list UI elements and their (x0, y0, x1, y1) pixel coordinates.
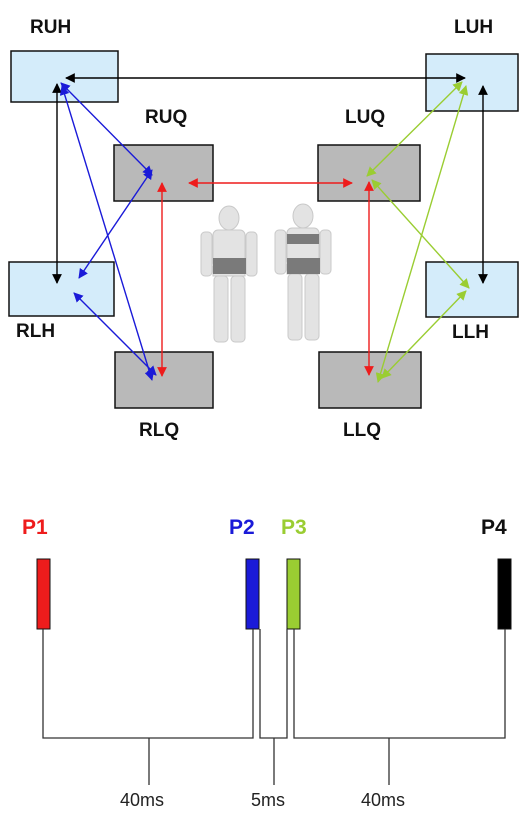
pulse-bar-p4 (497, 558, 512, 630)
red-arrows (157, 178, 374, 377)
box-llh (425, 261, 519, 318)
label-llh: LLH (452, 322, 489, 343)
green-arrows (366, 81, 470, 383)
arrow-rlh-ruq (78, 169, 153, 279)
label-p4: P4 (481, 516, 507, 539)
pulse-bar-p1 (36, 558, 51, 630)
label-llq: LLQ (343, 420, 381, 441)
label-interval-p2-p3: 5ms (251, 790, 286, 810)
body-front-thigh-electrodes (213, 258, 246, 274)
label-luq: LUQ (345, 107, 386, 128)
label-p2: P2 (229, 516, 255, 539)
label-ruq: RUQ (145, 107, 188, 128)
label-luh: LUH (454, 17, 494, 38)
box-ruq (113, 144, 214, 202)
label-ruh: RUH (30, 17, 72, 38)
body-back-thigh-electrodes (287, 234, 320, 274)
blue-arrows (59, 82, 157, 381)
pulse-bar-p3 (286, 558, 301, 630)
box-luh (425, 53, 519, 112)
label-rlh: RLH (16, 321, 56, 342)
label-p3: P3 (281, 516, 307, 539)
arrow-rlh-rlq (73, 292, 157, 376)
label-rlq: RLQ (139, 420, 180, 441)
bracket-p3-p4 (293, 629, 506, 739)
black-arrows (52, 73, 488, 284)
arrow-llh-llq (381, 290, 467, 379)
bracket-p2-p3 (259, 629, 288, 739)
label-p1: P1 (22, 516, 48, 539)
bracket-p1-p2 (42, 629, 254, 739)
box-rlq (114, 351, 214, 409)
arrow-llh-luq (371, 179, 470, 289)
box-llq (318, 351, 422, 409)
label-interval-p1-p2: 40ms (120, 790, 165, 810)
label-interval-p3-p4: 40ms (361, 790, 406, 810)
pulse-bar-p2 (245, 558, 260, 630)
timing-brackets (42, 629, 506, 785)
box-rlh (8, 261, 115, 317)
